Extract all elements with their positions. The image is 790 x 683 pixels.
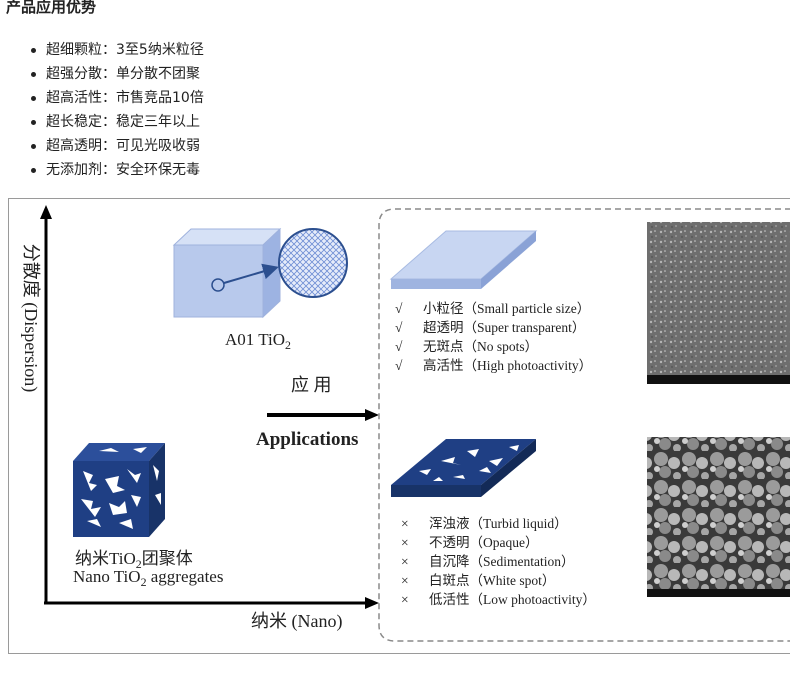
feature-item: 超长稳定：稳定三年以上 xyxy=(28,110,204,134)
advantages-list: √小粒径（Small particle size） √超透明（Super tra… xyxy=(395,299,592,375)
feature-item: 超高透明：可见光吸收弱 xyxy=(28,134,204,158)
list-item: √小粒径（Small particle size） xyxy=(395,301,591,316)
a01-label: A01 TiO2 xyxy=(225,330,291,352)
sem-image-fine-particles xyxy=(647,222,790,384)
cross-icon: × xyxy=(401,535,409,550)
y-axis-label: 分散度 (Dispersion) xyxy=(21,243,41,393)
zoom-arrow xyxy=(223,263,279,284)
y-axis xyxy=(40,205,52,603)
section-heading: 产品应用优势 xyxy=(6,0,97,16)
applications-label-en: Applications xyxy=(256,429,359,450)
sem-image-aggregates xyxy=(647,437,790,597)
cross-icon: × xyxy=(401,573,409,588)
results-panel-border xyxy=(378,208,790,642)
list-item: √超透明（Super transparent） xyxy=(395,320,586,335)
magnified-particle-icon xyxy=(278,228,348,298)
aggregate-label-en: Nano TiO2 aggregates xyxy=(73,567,224,589)
list-item: ×自沉降（Sedimentation） xyxy=(401,554,575,569)
dispersion-diagram: 分散度 (Dispersion) 纳米 (Nano) A01 TiO2 纳米Ti… xyxy=(8,198,790,654)
opaque-film-icon xyxy=(391,439,536,497)
feature-item: 超细颗粒：3至5纳米粒径 xyxy=(28,38,204,62)
list-item: √高活性（High photoactivity） xyxy=(395,358,593,373)
sem-image-scale-bar xyxy=(647,375,790,384)
list-item: √无斑点（No spots） xyxy=(395,339,539,354)
disadvantages-list: ×浑浊液（Turbid liquid） ×不透明（Opaque） ×自沉降（Se… xyxy=(401,514,596,609)
list-item: ×浑浊液（Turbid liquid） xyxy=(401,516,568,531)
x-axis xyxy=(44,597,379,609)
check-icon: √ xyxy=(395,339,403,354)
aggregate-cube-icon xyxy=(73,443,165,537)
check-icon: √ xyxy=(395,320,403,335)
diagram-graphics xyxy=(40,205,790,642)
applications-label-cn: 应 用 xyxy=(291,375,332,395)
feature-item: 超高活性：市售竞品10倍 xyxy=(28,86,204,110)
check-icon: √ xyxy=(395,358,403,373)
cross-icon: × xyxy=(401,554,409,569)
list-item: ×不透明（Opaque） xyxy=(401,535,539,550)
cross-icon: × xyxy=(401,516,409,531)
aggregate-label-cn: 纳米TiO2团聚体 xyxy=(75,549,193,571)
check-icon: √ xyxy=(395,301,403,316)
a01-cube-icon xyxy=(172,227,282,319)
cross-icon: × xyxy=(401,592,409,607)
x-axis-label: 纳米 (Nano) xyxy=(251,611,343,631)
list-item: ×低活性（Low photoactivity） xyxy=(401,592,596,607)
feature-item: 超强分散：单分散不团聚 xyxy=(28,62,204,86)
feature-item: 无添加剂：安全环保无毒 xyxy=(28,158,204,182)
list-item: ×白斑点（White spot） xyxy=(401,573,556,588)
sem-image-scale-bar xyxy=(647,589,790,597)
transparent-film-icon xyxy=(389,230,538,289)
feature-list: 超细颗粒：3至5纳米粒径 超强分散：单分散不团聚 超高活性：市售竞品10倍 超长… xyxy=(28,38,204,182)
applications-arrow xyxy=(267,409,379,421)
